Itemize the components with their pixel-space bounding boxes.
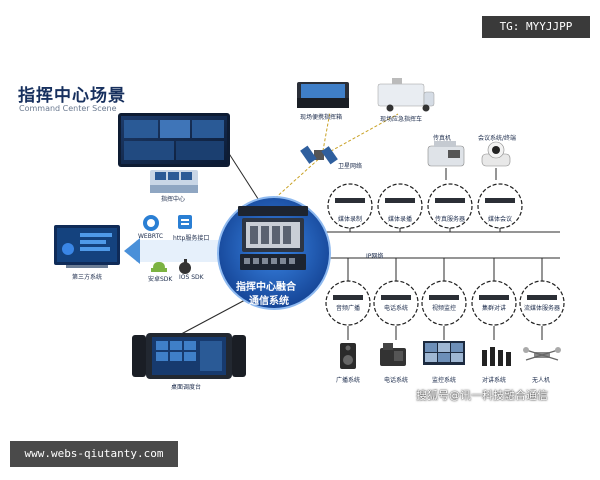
webrtc-label: WEBRTC bbox=[138, 233, 164, 240]
drone-icon bbox=[523, 347, 561, 361]
hub-label-line2: 通信系统 bbox=[249, 296, 289, 307]
console-label: 桌面调度台 bbox=[171, 384, 202, 391]
top-node-1-label: 媒体录制 bbox=[337, 216, 362, 223]
phone-icon bbox=[380, 343, 406, 366]
device-4-label: 对讲系统 bbox=[482, 377, 507, 384]
walkie-talkie-icon bbox=[482, 347, 511, 366]
connector-lines bbox=[169, 151, 560, 341]
field-box-icon bbox=[297, 82, 349, 108]
bottom-node-2-label: 电话系统 bbox=[383, 305, 408, 312]
hub-label-line1: 指挥中心融合 bbox=[236, 282, 296, 293]
device-2-label: 电话系统 bbox=[384, 377, 409, 384]
page-subtitle: Command Center Scene bbox=[19, 104, 117, 113]
bottom-node-1-label: 音频广播 bbox=[335, 305, 360, 312]
bottom-node-circles bbox=[325, 280, 565, 326]
api-arrow bbox=[124, 238, 232, 264]
bottom-node-4-label: 集群对讲 bbox=[481, 305, 506, 312]
command-wall-monitor bbox=[118, 113, 230, 167]
field-box-label: 现场便携指挥箱 bbox=[300, 114, 343, 121]
monitor-wall-icon bbox=[423, 341, 465, 365]
fax-icon bbox=[427, 141, 465, 167]
top-node-4-label: 媒体会议 bbox=[487, 216, 512, 223]
third-party-label: 第三方系统 bbox=[72, 274, 103, 281]
field-car-label: 现场应急指挥车 bbox=[380, 116, 423, 123]
device-3-label: 监控系统 bbox=[432, 377, 457, 384]
webrtc-icon bbox=[143, 215, 159, 231]
apple-icon bbox=[179, 259, 191, 274]
conference-camera-icon bbox=[481, 141, 511, 167]
field-car-icon bbox=[377, 78, 435, 112]
ip-network-label: IP网络 bbox=[366, 253, 384, 260]
android-sdk-label: 安卓SDK bbox=[148, 276, 173, 283]
top-node-circles bbox=[327, 183, 523, 229]
command-center-label: 指挥中心 bbox=[161, 196, 186, 203]
speaker-icon bbox=[340, 343, 356, 369]
android-icon bbox=[151, 262, 167, 272]
third-party-screen bbox=[54, 225, 120, 268]
credit-watermark: 搜狐号@讯一科技融合通信 bbox=[416, 389, 548, 402]
top-node-3-label: 传真服务器 bbox=[434, 216, 465, 223]
conference-label: 会议系统/终端 bbox=[478, 135, 517, 142]
hub-circle bbox=[217, 196, 331, 310]
http-icon bbox=[178, 215, 192, 229]
bottom-node-5-label: 流媒体服务器 bbox=[523, 305, 560, 312]
tg-watermark: TG: MYYJJPP bbox=[482, 16, 590, 38]
fax-label: 传真机 bbox=[433, 135, 452, 142]
ios-sdk-label: IOS SDK bbox=[179, 274, 204, 281]
satellite-label: 卫星网络 bbox=[338, 163, 363, 170]
top-node-2-label: 媒体录播 bbox=[387, 216, 412, 223]
web-watermark: www.webs-qiutanty.com bbox=[10, 441, 178, 467]
http-label: http服务接口 bbox=[173, 235, 210, 242]
command-desk bbox=[150, 170, 198, 193]
bottom-node-3-label: 视频监控 bbox=[431, 305, 456, 312]
page-title: 指挥中心场景 bbox=[18, 86, 126, 106]
device-1-label: 广播系统 bbox=[336, 377, 361, 384]
console-icon bbox=[132, 333, 246, 379]
satellite-icon bbox=[300, 145, 338, 165]
device-5-label: 无人机 bbox=[532, 377, 551, 384]
